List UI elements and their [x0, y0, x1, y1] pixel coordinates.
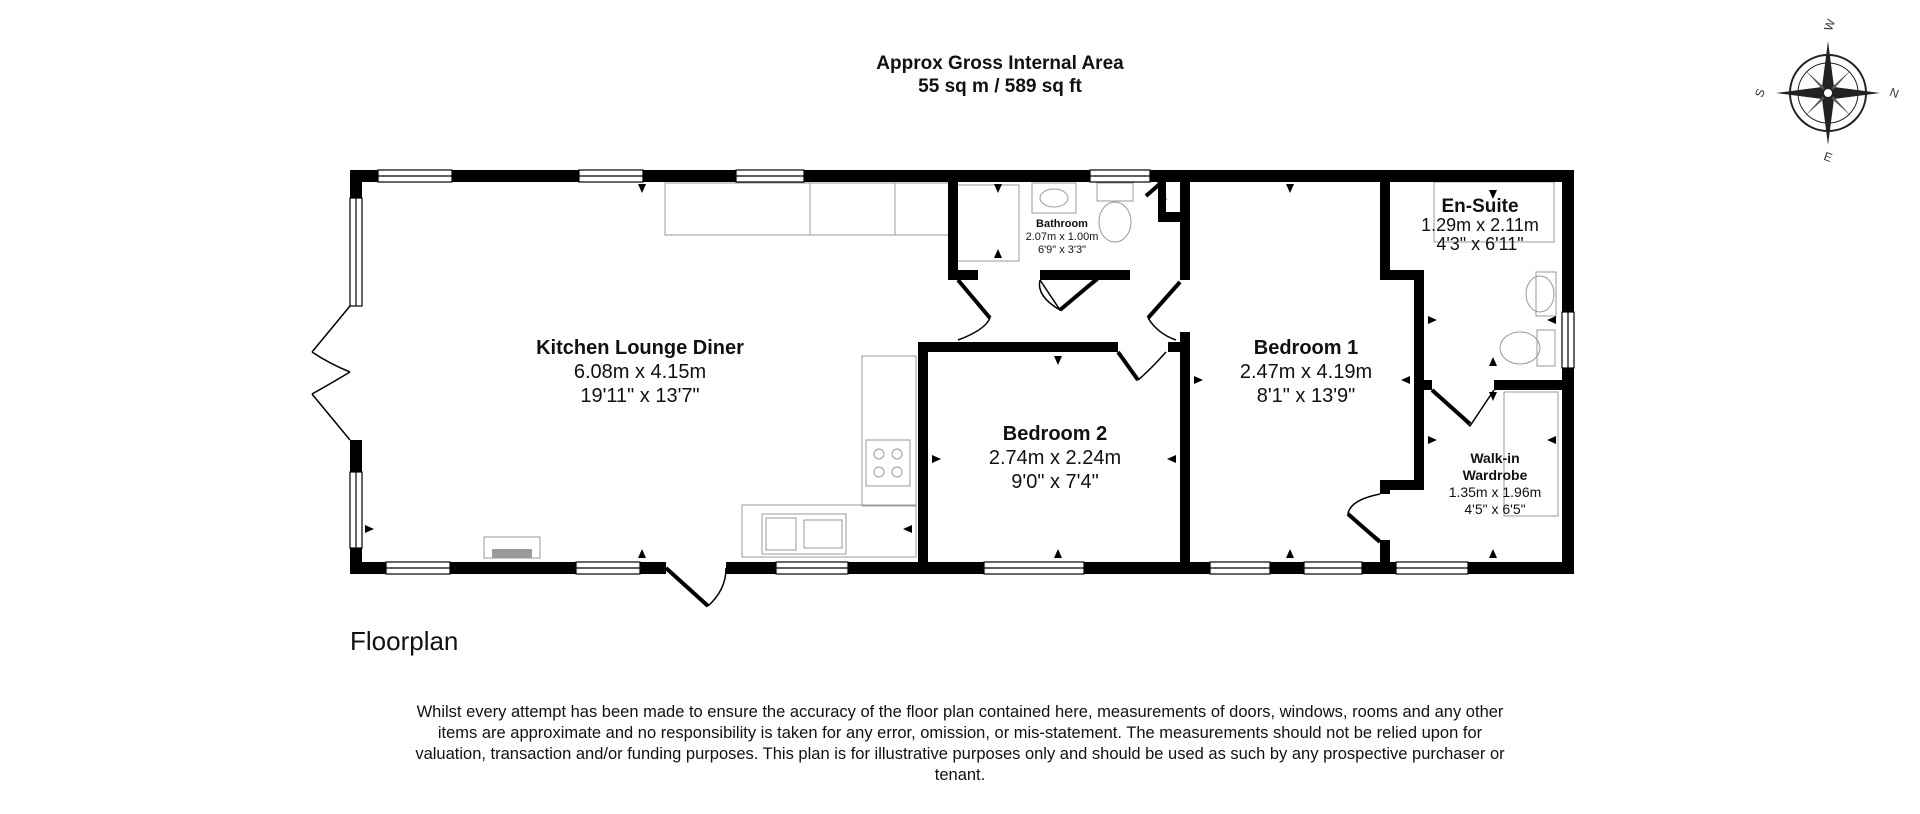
room-imperial: 6'9" x 3'3" [1037, 244, 1087, 256]
room-bedroom-2: Bedroom 2 2.74m x 2.24m 9'0" x 7'4" [955, 422, 1155, 494]
room-name: Bedroom 1 [1253, 337, 1359, 359]
room-bathroom: Bathroom 2.07m x 1.00m 6'9" x 3'3" [1012, 218, 1112, 257]
kitchen-worktop-right [861, 355, 917, 507]
room-name: En-Suite [1441, 196, 1519, 217]
room-imperial: 9'0" x 7'4" [1011, 471, 1099, 493]
wall-right [1562, 170, 1574, 312]
room-kitchen-lounge-diner: Kitchen Lounge Diner 6.08m x 4.15m 19'11… [520, 336, 760, 408]
room-metric: 2.07m x 1.00m [1025, 231, 1099, 243]
ensuite-basin [1525, 275, 1555, 313]
room-name-line1: Walk-in [1470, 450, 1520, 466]
bathroom-basin [1031, 182, 1077, 214]
room-walk-in-wardrobe: Walk-in Wardrobe 1.35m x 1.96m 4'5" x 6'… [1430, 450, 1560, 518]
floor-title: Floorplan [350, 626, 459, 656]
room-bedroom-1: Bedroom 1 2.47m x 4.19m 8'1" x 13'9" [1206, 336, 1406, 408]
room-name: Kitchen Lounge Diner [536, 337, 744, 359]
measurement-arrows [365, 184, 1556, 558]
gross-area-header: Approx Gross Internal Area 55 sq m / 589… [0, 52, 1920, 98]
room-name-line2: Wardrobe [1462, 467, 1528, 483]
room-imperial: 19'11" x 13'7" [580, 385, 700, 407]
room-metric: 2.74m x 2.24m [988, 447, 1122, 469]
wall-left [350, 170, 362, 198]
windows [349, 169, 1575, 575]
room-imperial: 4'5" x 6'5" [1464, 501, 1526, 517]
wardrobe-rail [1503, 391, 1559, 517]
gross-area-title: Approx Gross Internal Area [876, 53, 1124, 74]
doors [311, 180, 1495, 608]
room-metric: 1.29m x 2.11m [1421, 215, 1539, 235]
room-metric: 1.35m x 1.96m [1448, 484, 1542, 500]
room-name: Bedroom 2 [1002, 423, 1108, 445]
compass-rose [1776, 41, 1880, 145]
room-metric: 2.47m x 4.19m [1239, 361, 1373, 383]
room-en-suite: En-Suite 1.29m x 2.11m 4'3" x 6'11" [1400, 197, 1560, 254]
bathroom-toilet [1098, 201, 1132, 243]
kitchen-worktop-bottom [741, 504, 917, 558]
room-name: Bathroom [1036, 218, 1088, 230]
disclaimer-text: Whilst every attempt has been made to en… [415, 703, 1505, 784]
room-imperial: 8'1" x 13'9" [1256, 385, 1356, 407]
kitchen-worktop-top [664, 182, 950, 236]
hob [865, 439, 911, 487]
walls [350, 170, 1574, 574]
ensuite-toilet [1499, 331, 1541, 365]
shower-tray [956, 184, 1020, 262]
room-imperial: 4'3" x 6'11" [1436, 234, 1524, 254]
room-metric: 6.08m x 4.15m [573, 361, 707, 383]
gross-area-value: 55 sq m / 589 sq ft [918, 76, 1082, 97]
kitchen-sink [761, 513, 847, 555]
french-doors [311, 305, 351, 441]
